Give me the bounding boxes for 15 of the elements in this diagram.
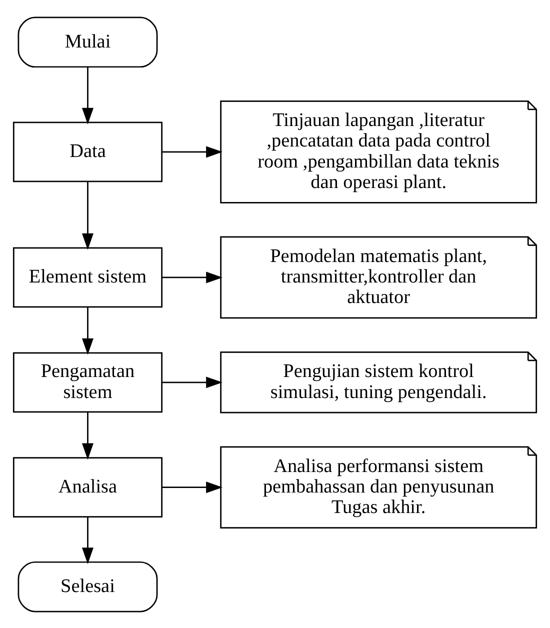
arrow (162, 271, 223, 283)
arrow (82, 412, 94, 460)
node-box: Pengamatan sistem (12, 352, 162, 412)
arrow (82, 181, 94, 250)
arrow (162, 376, 223, 388)
arrow (162, 146, 223, 158)
arrow (82, 516, 94, 564)
node-box: Data (12, 121, 162, 182)
arrow (82, 66, 94, 124)
arrow (82, 306, 94, 354)
node-box: Element sistem (12, 246, 162, 308)
node-box: Analisa (12, 456, 162, 518)
arrow (162, 481, 223, 493)
node-box: Mulai (18, 16, 158, 68)
node-box: Selesai (18, 560, 158, 612)
